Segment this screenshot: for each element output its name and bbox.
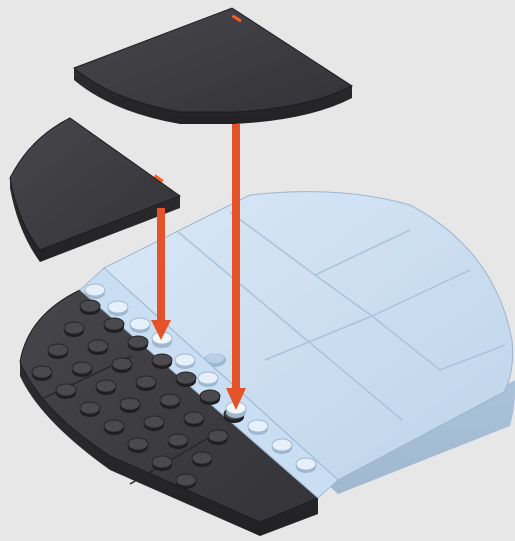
dark-stud xyxy=(80,300,100,315)
light-stud xyxy=(175,354,195,369)
dark-stud xyxy=(192,452,212,467)
light-stud xyxy=(130,318,150,333)
dark-stud xyxy=(72,362,92,377)
dark-stud xyxy=(208,430,228,445)
dark-stud xyxy=(32,366,52,381)
dark-stud xyxy=(128,438,148,453)
light-stud xyxy=(198,372,218,387)
light-stud xyxy=(248,420,268,435)
dark-stud xyxy=(168,434,188,449)
dark-stud xyxy=(136,376,156,391)
dark-stud xyxy=(96,380,116,395)
open-stud-hole-inner xyxy=(206,353,224,363)
dark-stud xyxy=(104,420,124,435)
dark-stud xyxy=(144,416,164,431)
large-quarter-round-tile xyxy=(74,8,352,124)
dark-stud xyxy=(184,412,204,427)
dark-stud xyxy=(152,354,172,369)
light-stud xyxy=(85,284,105,299)
light-stud xyxy=(108,301,128,316)
dark-stud xyxy=(160,394,180,409)
dark-stud xyxy=(64,322,84,337)
dark-stud xyxy=(152,456,172,471)
dark-stud xyxy=(176,372,196,387)
dark-stud xyxy=(104,318,124,333)
dark-stud xyxy=(88,340,108,355)
small-quarter-round-tile xyxy=(10,118,180,262)
light-stud xyxy=(296,458,316,473)
dark-stud xyxy=(80,402,100,417)
dark-stud xyxy=(112,358,132,373)
light-stud xyxy=(272,439,292,454)
dark-stud xyxy=(128,336,148,351)
dark-stud xyxy=(120,398,140,413)
dark-stud xyxy=(48,344,68,359)
dark-stud xyxy=(200,390,220,405)
dark-stud xyxy=(56,384,76,399)
dark-stud xyxy=(176,474,196,489)
